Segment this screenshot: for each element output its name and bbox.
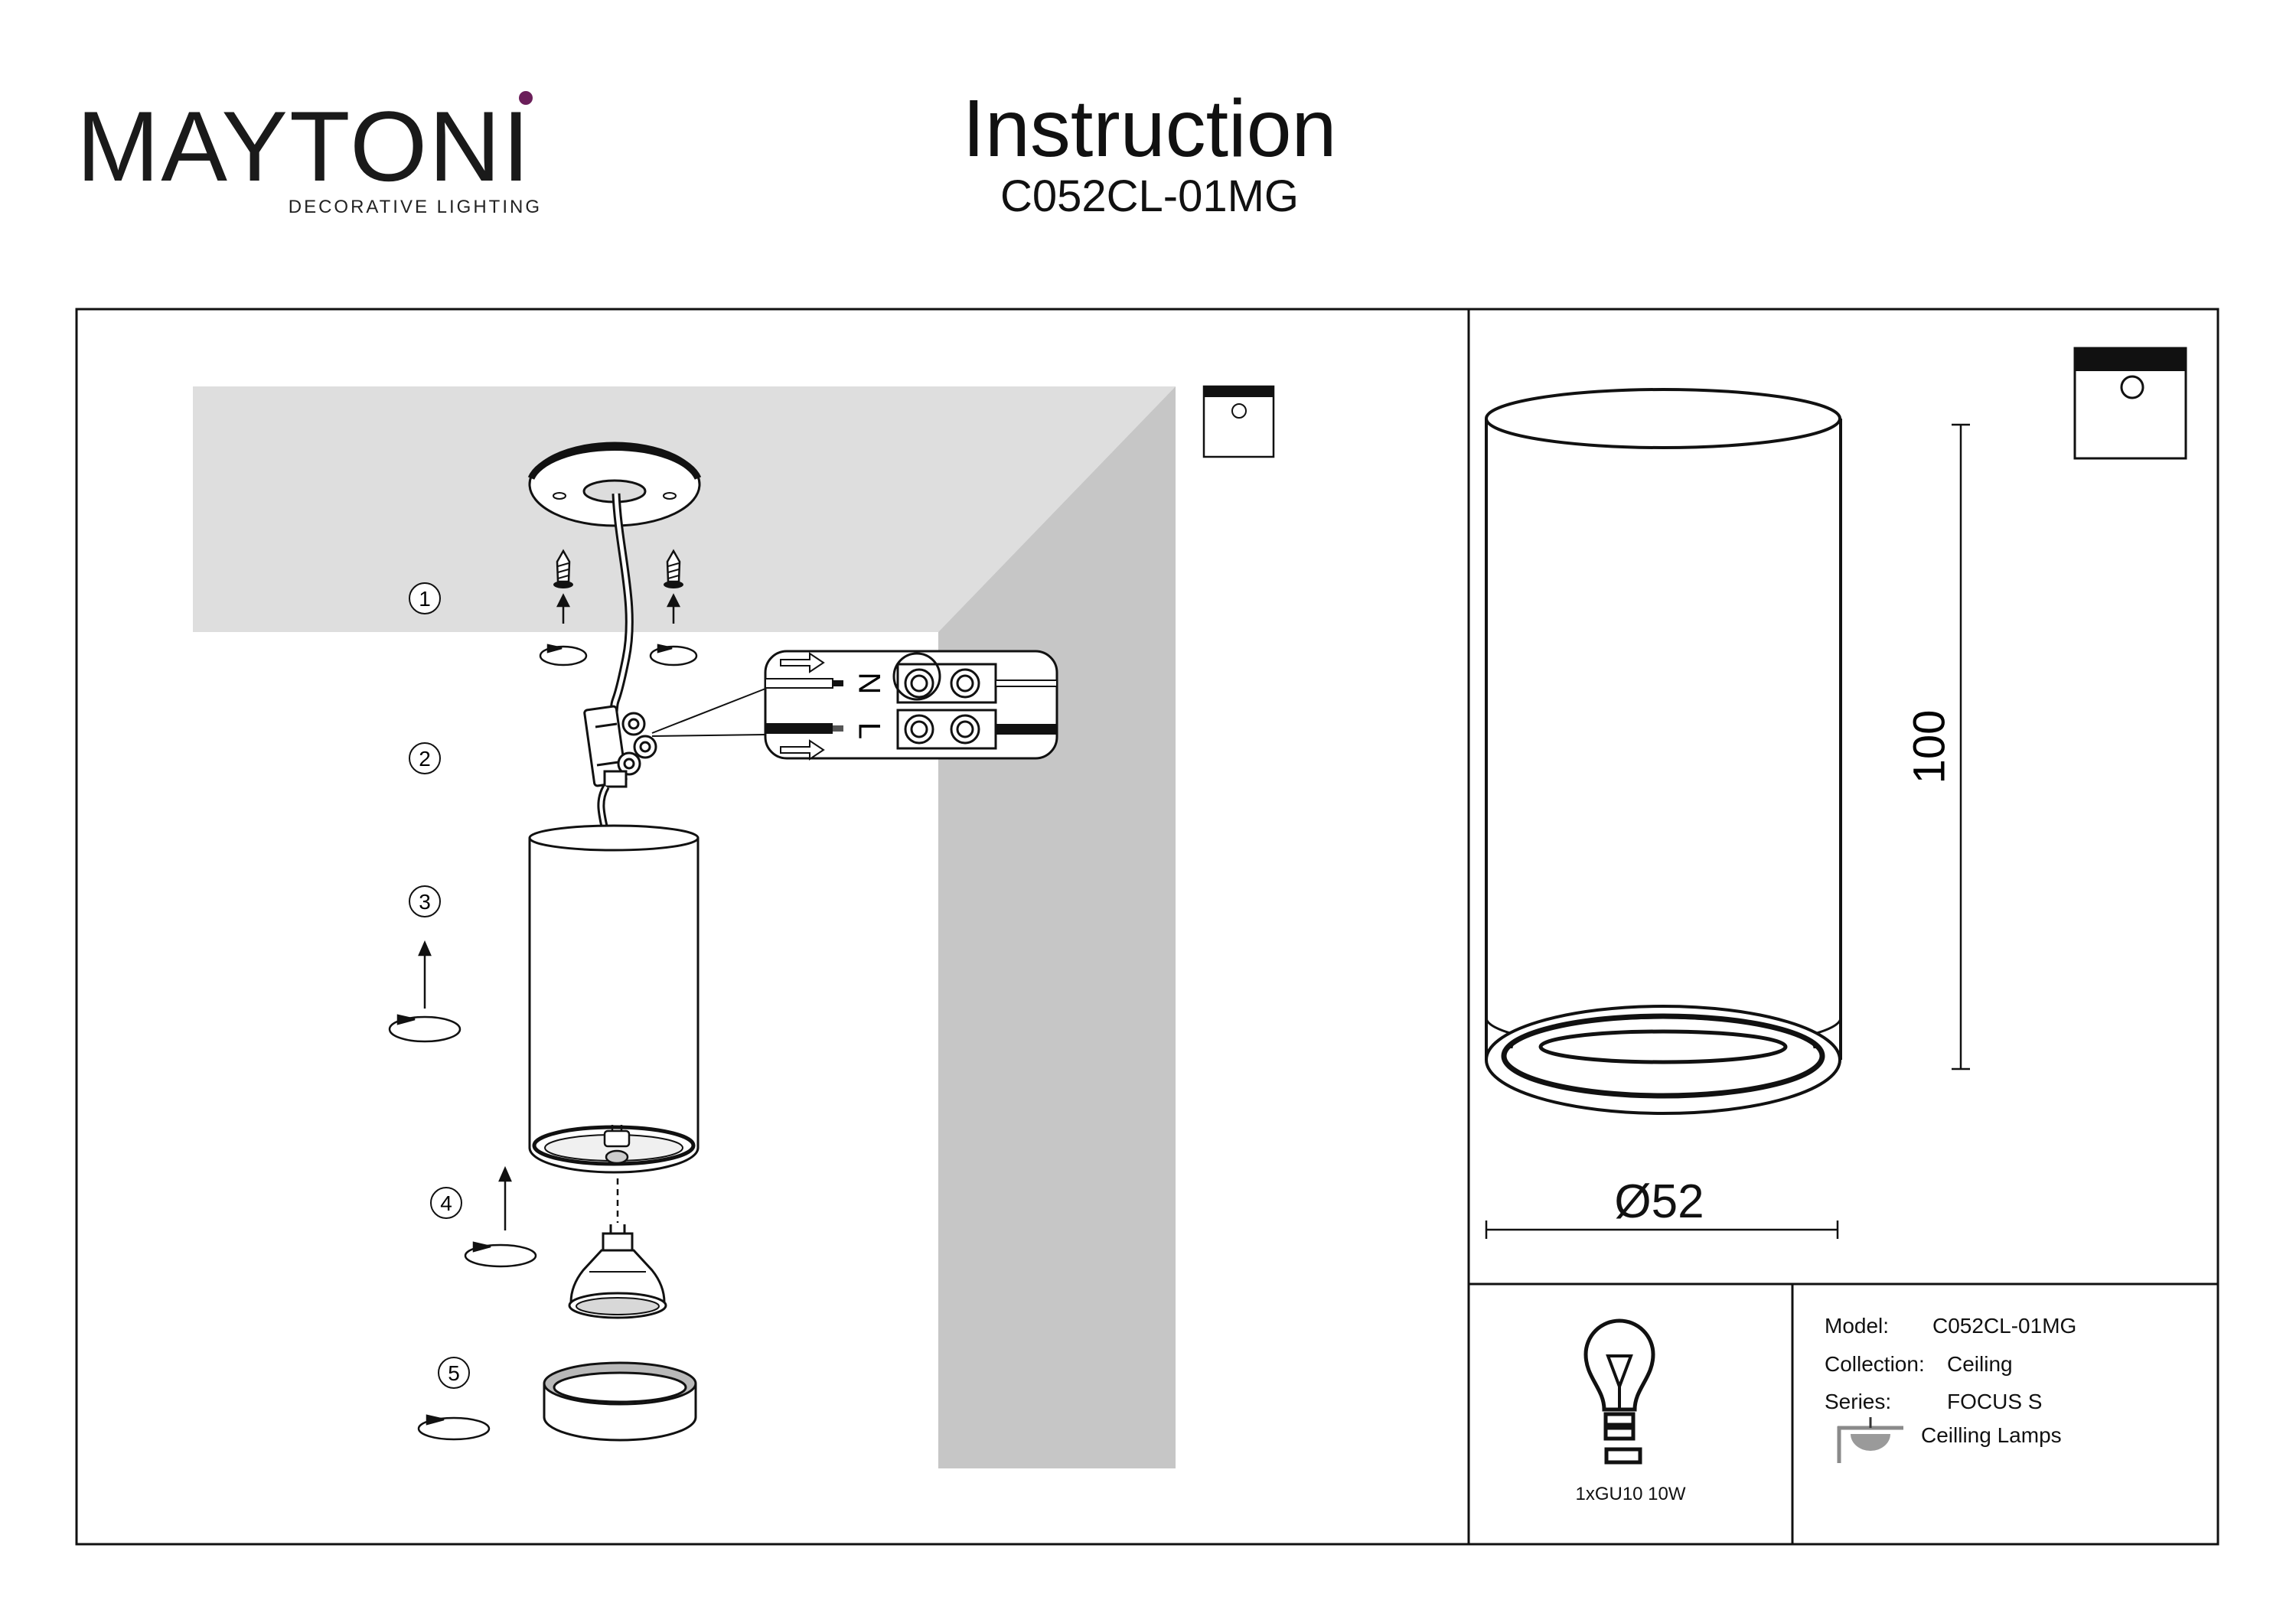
step-number: 4: [440, 1191, 452, 1215]
step-badge-4: 4: [430, 1187, 462, 1219]
model-label: Model:: [1825, 1314, 1890, 1338]
neutral-output-wire: [995, 680, 1058, 687]
step-badge-5: 5: [438, 1357, 470, 1389]
step-number: 5: [448, 1361, 460, 1385]
live-wire: [765, 723, 843, 761]
mains-cable: [609, 493, 634, 712]
lamp-wires: [597, 784, 610, 829]
step5-arrows: [417, 1414, 491, 1441]
lamp-body: [528, 824, 700, 1174]
step-badges: 1 2 3 4 5: [409, 582, 470, 1389]
terminal-block: [896, 663, 997, 750]
wiring-callout: N L: [764, 650, 1058, 761]
step3-arrows: [388, 940, 461, 1043]
ceiling-lamp-icon: [1837, 1417, 1903, 1463]
product-drawing: [1485, 388, 1842, 1115]
live-output-wire: [996, 724, 1057, 735]
lamp-socket: [603, 1125, 631, 1165]
magnifier-icon: [892, 652, 941, 701]
trim-ring: [543, 1361, 697, 1442]
collection-value: Ceiling: [1947, 1352, 2013, 1376]
neutral-wire: [765, 652, 843, 689]
step4-arrows: [464, 1165, 537, 1268]
screw-left-icon: [553, 549, 573, 588]
height-label: 100: [1904, 710, 1954, 784]
step-badge-2: 2: [409, 742, 441, 774]
step1-arrows: [539, 593, 698, 666]
screw-right-icon: [664, 549, 683, 588]
category-label: Ceilling Lamps: [1921, 1423, 2062, 1447]
ceiling-mount-icon-large: [2073, 347, 2187, 460]
gu10-bulb: [568, 1224, 667, 1319]
brand-logo: MAYTONI: [77, 90, 532, 202]
model-code: C052CL-01MG: [1000, 171, 1300, 221]
logo-accent-dot: [519, 91, 533, 105]
lamp-spec: 1xGU10 10W: [1575, 1484, 1686, 1504]
page-title: Instruction: [962, 83, 1337, 174]
callout-leader: [651, 688, 766, 737]
live-label: L: [852, 722, 885, 739]
collection-label: Collection:: [1825, 1352, 1925, 1376]
step-number: 2: [419, 747, 431, 771]
series-label: Series:: [1825, 1390, 1892, 1413]
brand-tagline: DECORATIVE LIGHTING: [288, 197, 542, 217]
diameter-dimension: [1485, 1221, 1839, 1239]
height-dimension: [1952, 423, 1970, 1071]
terminal-connector: [583, 705, 657, 788]
diameter-label: Ø52: [1614, 1175, 1704, 1228]
step-number: 1: [419, 587, 431, 611]
light-bulb-icon: [1583, 1318, 1655, 1465]
step-number: 3: [419, 890, 431, 914]
step-badge-3: 3: [409, 885, 441, 917]
model-value: C052CL-01MG: [1932, 1314, 2077, 1338]
ceiling-mount-icon: [1202, 385, 1275, 458]
step-badge-1: 1: [409, 582, 441, 614]
mounting-plate: [527, 442, 702, 527]
neutral-label: N: [852, 673, 885, 695]
sheet-frame: [75, 308, 2219, 1546]
series-value: FOCUS S: [1947, 1390, 2043, 1413]
